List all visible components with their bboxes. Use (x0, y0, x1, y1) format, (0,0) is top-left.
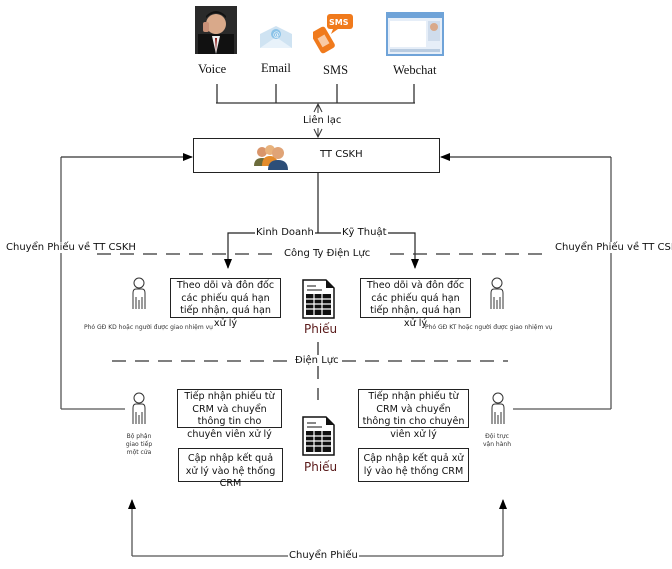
person-icon-company-right (490, 277, 504, 309)
actor-one-stop-desk: Bộ phận giao tiếp một cửa (125, 433, 153, 456)
task-receive-left: Tiếp nhận phiếu từ CRM và chuyển thông t… (177, 389, 282, 440)
ticket-label-company: Phiếu (304, 322, 338, 336)
svg-text:SMS: SMS (329, 18, 349, 27)
left-return-path (60, 153, 193, 410)
ticket-icon-company (302, 279, 335, 319)
center-title: TT CSKH (320, 149, 363, 160)
zone-label-company: Công Ty Điện Lực (283, 248, 372, 259)
channel-label-email: Email (261, 61, 291, 75)
channel-label-sms: SMS (323, 63, 349, 77)
task-update-right: Cập nhập kết quả xử lý vào hệ thống CRM (358, 448, 469, 482)
transfer-path (128, 499, 507, 557)
task-receive-right: Tiếp nhận phiếu từ CRM và chuyển thông t… (358, 389, 469, 440)
branch-label-technical: Kỹ Thuật (341, 227, 388, 238)
person-phone-photo (195, 6, 237, 54)
actor-deputy-technical: Phó GĐ KT hoặc người được giao nhiệm vụ (425, 324, 553, 331)
person-icon-local-left (132, 392, 146, 424)
branch-label-business: Kinh Doanh (255, 227, 315, 238)
customer-care-center-box: TT CSKH (193, 138, 440, 173)
person-icon-company-left (132, 277, 146, 309)
sms-phone-icon: SMS (313, 14, 353, 54)
channel-label-webchat: Webchat (393, 63, 437, 77)
zone-dividers (97, 253, 548, 400)
ticket-label-local: Phiếu (304, 460, 338, 474)
support-team-icon (254, 145, 288, 170)
channel-label-voice: Voice (198, 62, 227, 76)
email-envelope-icon: @ (260, 26, 292, 48)
webchat-window-icon (386, 12, 444, 56)
person-icon-local-right (491, 392, 505, 424)
task-monitor-technical: Theo dõi và đôn đốc các phiếu quá hạn ti… (360, 278, 471, 329)
actor-deputy-business: Phó GĐ KD hoặc người được giao nhiệm vụ (84, 324, 213, 331)
channel-bus (216, 84, 415, 104)
right-return-path (440, 153, 612, 410)
zone-label-local: Điện Lực (294, 355, 340, 366)
svg-text:@: @ (273, 31, 280, 39)
ticket-icon-local (302, 416, 335, 456)
contact-label: Liên lạc (302, 115, 343, 126)
task-monitor-business: Theo dõi và đôn đốc các phiếu quá hạn ti… (170, 278, 281, 329)
actor-operation-team: Đội trực vận hành (482, 433, 512, 448)
task-update-left: Cập nhập kết quả xử lý vào hệ thống CRM (178, 448, 283, 489)
transfer-label: Chuyển Phiếu (288, 550, 359, 561)
return-label-right: Chuyển Phiếu về TT CSKH (554, 242, 672, 253)
return-label-left: Chuyển Phiếu về TT CSKH (5, 242, 137, 253)
